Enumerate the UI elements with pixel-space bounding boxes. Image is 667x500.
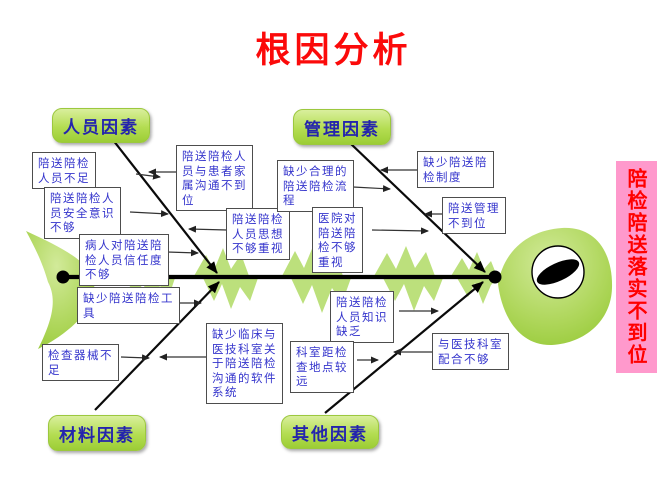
cause-lack-software: 缺少临床与 医技科室关 于陪送陪检 沟通的软件 系统 (206, 323, 283, 404)
cause-lack-system: 缺少陪送陪 检制度 (417, 151, 494, 188)
cause-lack-process: 缺少合理的 陪送陪检流 程 (277, 160, 354, 212)
fish-eye-icon (531, 245, 585, 299)
cause-staff-knowledge: 陪送陪检 人员知识 缺乏 (330, 291, 394, 343)
spine-tail-dot (56, 270, 70, 284)
category-other: 其他因素 (281, 415, 379, 449)
cause-patient-trust: 病人对陪送陪 检人员信任度 不够 (79, 234, 169, 286)
cause-equipment-shortage: 检查器械不 足 (42, 344, 119, 381)
cause-safety-awareness: 陪送陪检人 员安全意识 不够 (44, 187, 121, 239)
spine-head-dot (488, 270, 502, 284)
cause-dept-cooperation: 与医技科室 配合不够 (432, 333, 509, 370)
cause-hospital-attention: 医院对 陪送陪 检不够 重视 (312, 207, 363, 273)
cause-staff-attitude: 陪送陪检 人员思想 不够重视 (226, 208, 290, 260)
category-management: 管理因素 (293, 109, 391, 145)
category-material: 材料因素 (48, 415, 146, 451)
cause-dept-distance: 科室距检 查地点较 远 (290, 341, 354, 393)
bone-management (349, 142, 486, 273)
cause-arrows (120, 166, 442, 364)
cause-lack-tools: 缺少陪送陪检工 具 (77, 287, 180, 324)
page-title: 根因分析 (255, 31, 412, 71)
category-personnel: 人员因素 (52, 108, 150, 143)
bone-personnel (112, 139, 218, 274)
cause-family-communication: 陪送陪检人 员与患者家 属沟通不到 位 (176, 145, 253, 211)
conclusion-banner: 陪检陪送落实不到位 (616, 161, 657, 373)
cause-staff-shortage: 陪送陪检 人员不足 (32, 152, 96, 189)
cause-escort-management: 陪送管理 不到位 (442, 197, 506, 234)
